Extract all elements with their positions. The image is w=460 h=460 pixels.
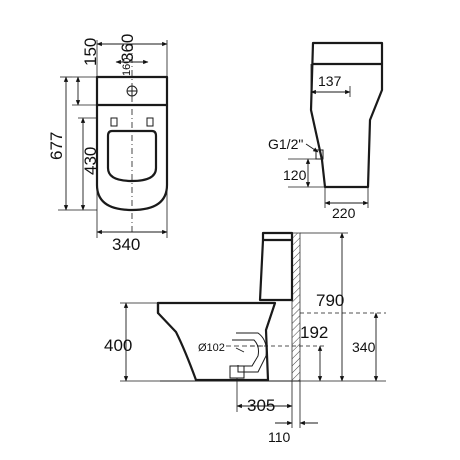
front-cistern <box>258 231 294 302</box>
dim-192-label: 192 <box>300 323 328 342</box>
dim-305-label: 305 <box>247 396 275 415</box>
dim-430-label: 430 <box>81 147 100 175</box>
plan-bowl-inner <box>106 129 158 183</box>
dim-400-label: 400 <box>104 336 132 355</box>
side-inlet <box>315 149 324 160</box>
dim-137-label: 137 <box>318 73 342 89</box>
front-bowl <box>156 301 277 382</box>
dim-790-label: 790 <box>316 291 344 310</box>
dim-220-label: 220 <box>332 205 356 221</box>
top-view: 360 160 150 677 430 340 <box>47 34 169 254</box>
front-view: Ø102 790 192 340 400 305 110 <box>104 231 386 445</box>
dim-360-label: 360 <box>118 34 137 62</box>
trap-pipe <box>236 332 267 373</box>
hinge-left <box>110 117 118 127</box>
side-view: 137 G1/2" 120 220 <box>268 41 384 221</box>
dim-340-top-label: 340 <box>112 235 140 254</box>
outlet-label: Ø102 <box>198 342 225 354</box>
dim-120-label: 120 <box>283 167 307 183</box>
dim-677-label: 677 <box>47 132 66 160</box>
dim-150-label: 150 <box>81 38 100 66</box>
dim-110-label: 110 <box>268 429 291 445</box>
dim-340-right-label: 340 <box>352 339 376 355</box>
dim-160-label: 160 <box>121 58 133 76</box>
thread-label: G1/2" <box>268 136 303 152</box>
hinge-right <box>146 117 154 127</box>
wall-hatch <box>291 232 301 382</box>
thread-leader <box>305 143 319 153</box>
